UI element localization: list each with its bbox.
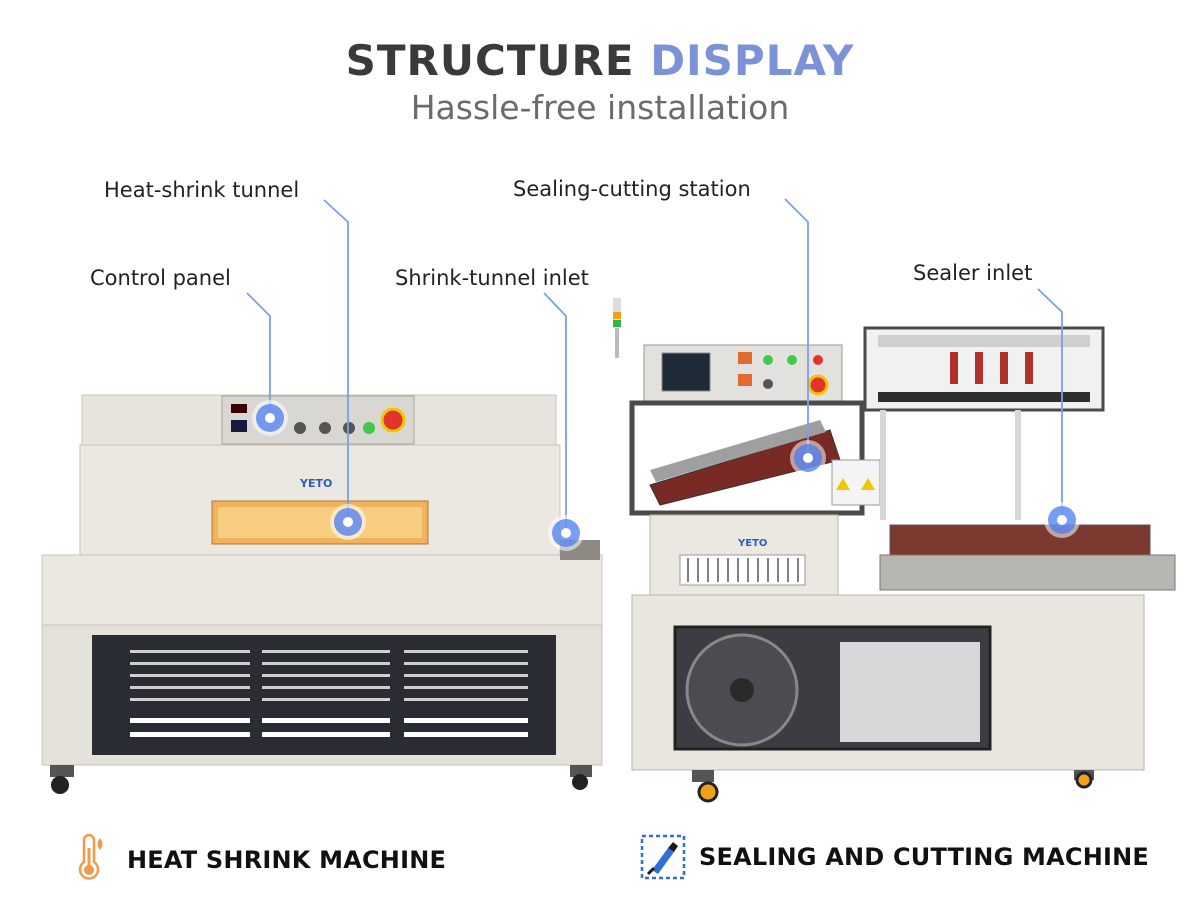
title-word-structure: STRUCTURE	[345, 36, 635, 85]
marker-shrink-tunnel-inlet	[548, 515, 584, 551]
footer-heat-shrink-label: HEAT SHRINK MACHINE	[127, 846, 447, 874]
heat-shrink-machine: YETO	[41, 394, 603, 794]
marker-sealer-inlet	[1044, 502, 1080, 538]
callout-heat-shrink-tunnel: Heat-shrink tunnel	[104, 178, 300, 202]
leader-line-heat-shrink-tunnel	[323, 199, 349, 522]
callout-sealer-inlet: Sealer inlet	[913, 261, 1033, 285]
callout-shrink-tunnel-inlet: Shrink-tunnel inlet	[395, 266, 589, 290]
footer-sealing-cutting-label: SEALING AND CUTTING MACHINE	[699, 843, 1149, 871]
page-title: STRUCTURE DISPLAY	[0, 36, 1200, 85]
leader-line-sealer-inlet	[1037, 288, 1063, 520]
heat-machine-logo: YETO	[299, 477, 332, 490]
marker-heat-shrink-tunnel	[330, 504, 366, 540]
page-subtitle: Hassle-free installation	[410, 88, 790, 127]
sealing-cutting-machine: YETO	[613, 298, 1176, 803]
leader-lines	[246, 198, 1063, 533]
title-word-display: DISPLAY	[650, 36, 855, 85]
sealer-machine-logo: YETO	[737, 538, 767, 549]
marker-sealing-cutting-station	[790, 440, 826, 476]
leader-line-shrink-tunnel-inlet	[543, 292, 567, 533]
callout-sealing-cutting-station: Sealing-cutting station	[513, 177, 751, 201]
leader-line-control-panel	[246, 292, 271, 418]
callout-control-panel: Control panel	[90, 266, 231, 290]
thermometer-flame-icon	[78, 834, 103, 880]
cutter-knife-icon	[640, 834, 686, 880]
marker-control-panel	[252, 400, 288, 436]
leader-line-sealing-cutting-station	[784, 198, 809, 458]
markers	[252, 400, 1080, 551]
